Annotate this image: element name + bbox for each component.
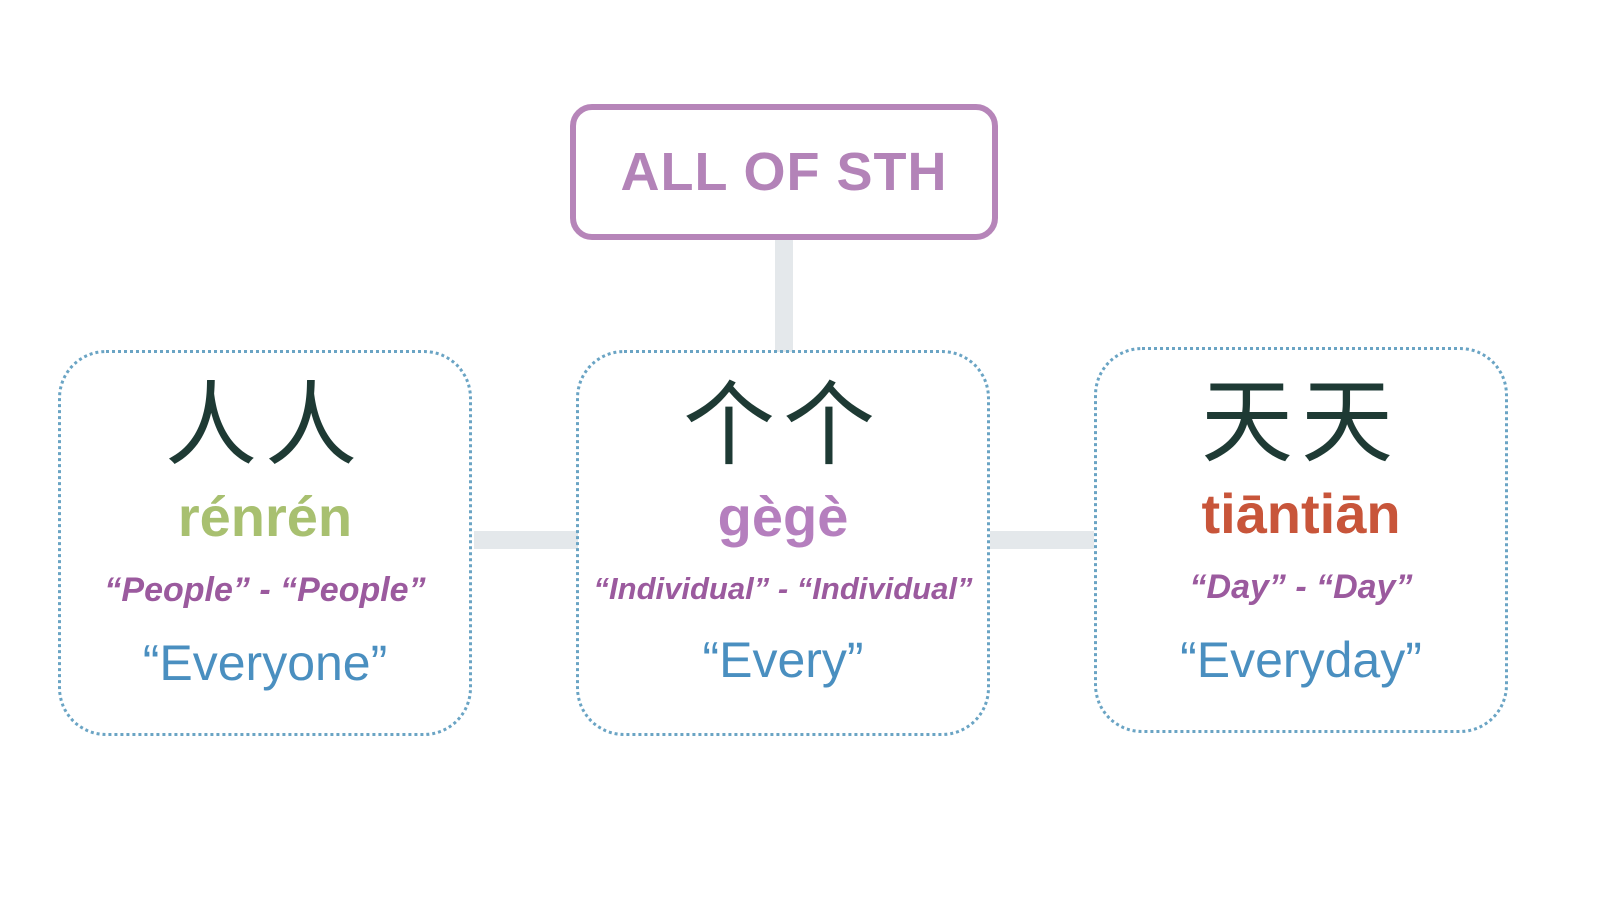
card-renren: 人人 rénrén “People” - “People” “Everyone” xyxy=(58,350,472,736)
translation: “Everyday” xyxy=(1180,632,1422,688)
connector-left xyxy=(474,531,578,549)
pinyin: tiāntiān xyxy=(1201,482,1401,545)
literal-meaning: “Individual” - “Individual” xyxy=(593,571,973,606)
hanzi: 人人 xyxy=(164,372,365,479)
card-gege: 个个 gègè “Individual” - “Individual” “Eve… xyxy=(576,350,990,736)
connector-right xyxy=(990,531,1094,549)
literal-meaning: “People” - “People” xyxy=(104,571,426,609)
connector-vertical xyxy=(775,234,793,352)
root-node: ALL OF STH xyxy=(570,104,998,240)
hanzi: 个个 xyxy=(682,372,883,479)
translation: “Every” xyxy=(702,632,864,688)
pinyin: rénrén xyxy=(177,485,353,548)
root-title: ALL OF STH xyxy=(620,142,948,202)
translation: “Everyone” xyxy=(142,635,388,691)
card-tiantian: 天天 tiāntiān “Day” - “Day” “Everyday” xyxy=(1094,347,1508,733)
literal-meaning: “Day” - “Day” xyxy=(1189,568,1413,606)
pinyin: gègè xyxy=(717,485,849,548)
hanzi: 天天 xyxy=(1200,369,1401,476)
